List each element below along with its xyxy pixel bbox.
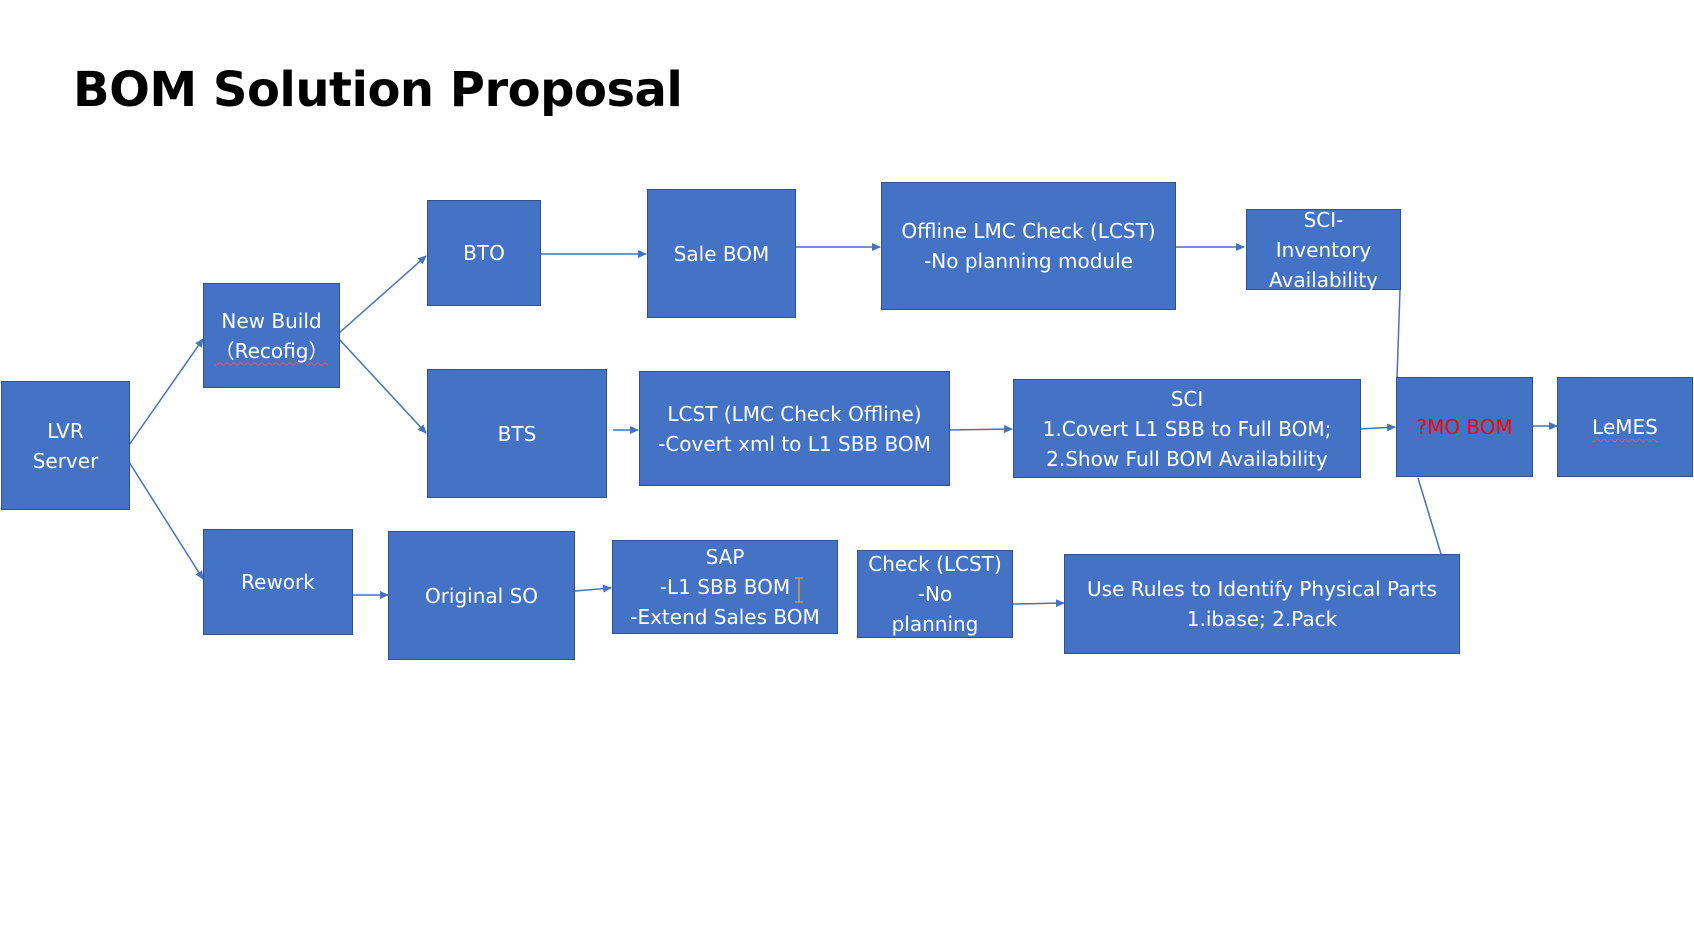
- box-sci-full-bom: SCI 1.Covert L1 SBB to Full BOM; 2.Show …: [1013, 379, 1361, 478]
- box-sci-inventory: SCI- Inventory Availability: [1246, 208, 1401, 292]
- box-sale-bom: Sale BOM: [647, 189, 796, 318]
- connector-sciinv-to-mobom: [1396, 289, 1401, 379]
- connector-newbuild-to-bts: [338, 338, 427, 434]
- connector-userules-to-mobom: [1417, 477, 1442, 555]
- box-sap: SAP -L1 SBB BOM -Extend Sales BOM: [612, 540, 838, 634]
- connector-lvr-to-newbuild: [128, 338, 204, 446]
- slide-title: BOM Solution Proposal: [73, 62, 683, 118]
- connector-lcst-to-scifull: [948, 425, 1013, 434]
- connector-scifull-to-mobom: [1359, 423, 1396, 432]
- box-bto: BTO: [427, 200, 541, 306]
- box-check-lcst: Check (LCST) -No planning: [857, 550, 1013, 638]
- box-lvr-server: LVR Server: [1, 381, 130, 510]
- box-lemes: LeMES: [1557, 377, 1693, 477]
- box-mo-bom: ?MO BOM: [1396, 377, 1533, 477]
- box-original-so: Original SO: [388, 531, 575, 660]
- connector-newbuild-to-bto: [338, 255, 427, 334]
- box-lcst: LCST (LMC Check Offline) -Covert xml to …: [639, 371, 950, 486]
- connector-originalso-to-sap: [574, 584, 612, 593]
- box-bts: BTS: [427, 369, 607, 498]
- connector-lvr-to-rework: [128, 461, 204, 580]
- box-rework: Rework: [203, 529, 353, 635]
- box-use-rules: Use Rules to Identify Physical Parts 1.i…: [1064, 554, 1460, 654]
- box-new-build: New Build （Recofig）: [203, 283, 340, 388]
- connector-check-to-userules: [1012, 599, 1065, 608]
- box-offline-lmc-check: Offline LMC Check (LCST) -No planning mo…: [881, 182, 1176, 310]
